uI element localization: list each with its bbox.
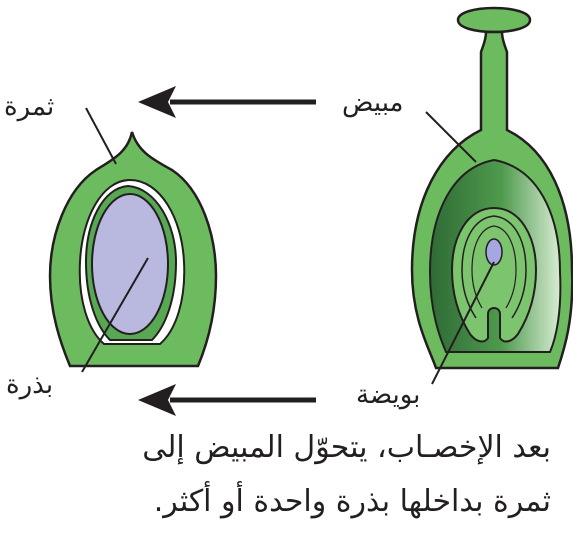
caption-line-2: ثمرة بداخلها بذرة واحدة أو أكثر. bbox=[154, 484, 551, 519]
ovule-label: بويضة bbox=[356, 380, 420, 410]
fruit bbox=[50, 132, 216, 366]
seed bbox=[92, 194, 168, 334]
caption-line-1: بعد الإخصـاب، يتحوّل المبيض إلى bbox=[142, 430, 551, 465]
top-arrow bbox=[138, 86, 316, 118]
pistil bbox=[412, 8, 572, 368]
seed-label: بذرة bbox=[6, 370, 53, 400]
fruit-pointer bbox=[86, 108, 116, 164]
fruit-label: ثمرة bbox=[4, 92, 54, 122]
bottom-arrow bbox=[138, 384, 316, 416]
stigma bbox=[458, 8, 530, 32]
ovary-label: مبيض bbox=[342, 88, 403, 118]
egg-cell bbox=[486, 239, 502, 265]
